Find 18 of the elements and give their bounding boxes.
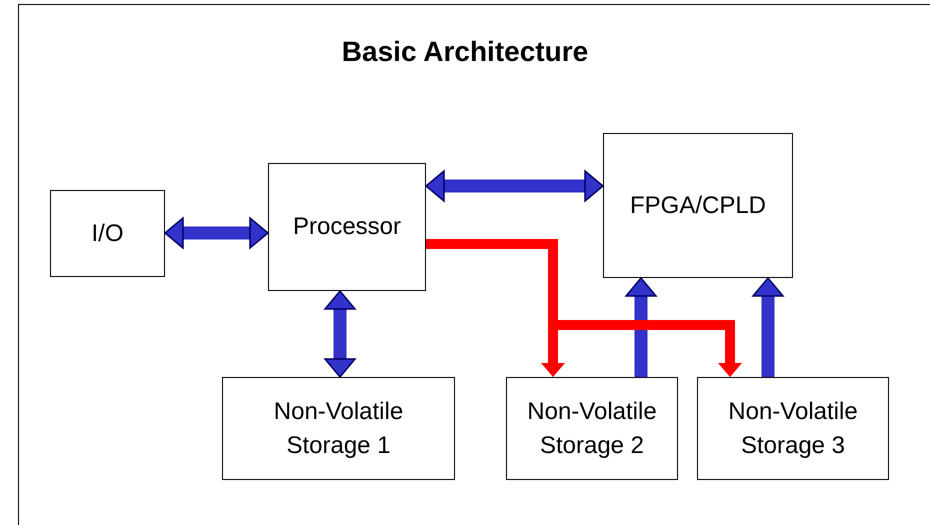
arrow: [625, 277, 657, 377]
double-arrow: [425, 170, 604, 202]
box-label: FPGA/CPLD: [630, 190, 766, 221]
double-arrow: [164, 217, 269, 249]
box-label: I/O: [91, 218, 124, 249]
component-box: [222, 377, 455, 480]
box-label: Non-Volatile Storage 1: [272, 396, 404, 460]
box-label: Processor: [292, 212, 402, 242]
arrow: [752, 277, 784, 377]
component-box: [50, 190, 165, 277]
double-arrow: [324, 290, 356, 378]
component-box: [603, 133, 793, 278]
box-label: Non-Volatile Storage 3: [727, 396, 859, 460]
component-box: [506, 377, 678, 480]
box-label: Non-Volatile Storage 2: [526, 396, 658, 460]
diagram-title: Basic Architecture: [340, 36, 590, 68]
component-box: [268, 163, 426, 291]
component-box: [697, 377, 889, 480]
